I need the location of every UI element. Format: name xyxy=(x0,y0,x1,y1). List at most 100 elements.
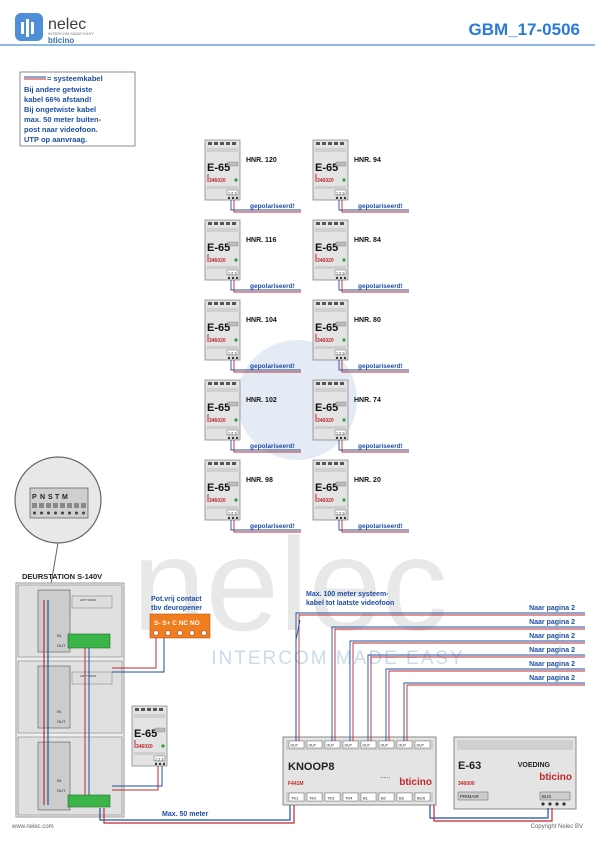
terminal-pin xyxy=(154,762,158,766)
wire-blue xyxy=(338,520,409,531)
device-badge xyxy=(227,321,239,327)
knoop-bottom-label: B3 xyxy=(399,796,405,801)
watermark-tagline: INTERCOM MADE EASY xyxy=(211,648,464,669)
terminal-numbers: 1 2 3 xyxy=(336,272,344,276)
knoop-top-terminal xyxy=(360,740,377,749)
device-led xyxy=(234,418,238,422)
unit-label: HNR. 94 xyxy=(354,157,381,164)
wire-red xyxy=(233,280,301,293)
device-code: 346020 xyxy=(317,178,334,184)
device-badge xyxy=(335,481,347,487)
zoom-pin xyxy=(53,503,58,508)
header: nelec INTERCOM MADE EASY bticino GBM_17-… xyxy=(0,13,595,46)
knoop-top-label: OUT xyxy=(291,744,299,748)
knoop-bottom-terminal xyxy=(288,792,305,802)
device-strip xyxy=(315,388,346,392)
knoop8-brand: bticino xyxy=(399,777,432,788)
terminal-pin xyxy=(231,276,235,280)
knoop-top-terminal xyxy=(414,740,431,749)
device-vent xyxy=(226,382,230,385)
device-strip xyxy=(315,228,346,232)
power-supply: E-63 VOEDING bticino 346000 PRIMAIR BUS xyxy=(453,736,577,810)
unit-label: HNR. 20 xyxy=(354,477,381,484)
device-terminal xyxy=(226,429,239,436)
next-page-label: Naar pagina 2 xyxy=(529,633,575,640)
zoom-screw xyxy=(33,511,36,515)
next-page-label: Naar pagina 2 xyxy=(529,675,575,682)
device-badge xyxy=(335,401,347,407)
device-model: E-65 xyxy=(207,162,230,174)
zoom-pin xyxy=(39,503,44,508)
wire-blue xyxy=(338,360,409,371)
device-vent xyxy=(159,708,163,711)
page2-cable-blue xyxy=(385,668,585,741)
device-code: 346020 xyxy=(209,258,226,264)
terminal-pin xyxy=(227,436,231,440)
footer-website: www.nelec.com xyxy=(11,824,54,830)
terminal-numbers: 1 2 3 xyxy=(336,432,344,436)
device-code: 346020 xyxy=(317,258,334,264)
knoop-top-label: OUT xyxy=(381,744,389,748)
device-strip xyxy=(315,506,346,509)
page2-cable-red xyxy=(298,614,585,741)
device-vent xyxy=(220,222,224,225)
zoom-screw xyxy=(75,511,78,515)
max50-note: Max. 50 meter xyxy=(162,811,209,818)
legend-box: = systeemkabel Bij andere getwiste kabel… xyxy=(19,71,136,147)
polarised-label: gepolariseerd! xyxy=(358,283,403,290)
psu-pin xyxy=(555,802,559,806)
device-vent xyxy=(232,222,236,225)
device-model: E-65 xyxy=(207,322,230,334)
terminal-pin xyxy=(235,276,239,280)
device-code: 346020 xyxy=(317,338,334,344)
wire-blue xyxy=(230,280,301,291)
knoop-bottom-label: TK3 xyxy=(327,796,335,801)
device-badge xyxy=(335,161,347,167)
terminal-numbers: 1 2 3 xyxy=(228,432,236,436)
device-vent xyxy=(334,222,338,225)
knoop-top-label: OUT xyxy=(417,744,425,748)
device-vent xyxy=(226,462,230,465)
device-terminal xyxy=(226,349,239,356)
device-badge xyxy=(335,321,347,327)
door-station-title: DEURSTATION S-140V xyxy=(22,572,102,581)
terminal-pin xyxy=(335,276,339,280)
terminal-pin xyxy=(335,356,339,360)
device-led xyxy=(342,418,346,422)
knoop-top-terminal xyxy=(306,740,323,749)
knoop-top-label: OUT xyxy=(399,744,407,748)
unit-label: HNR. 120 xyxy=(246,157,277,164)
legend-cable: = systeemkabel xyxy=(47,74,103,83)
psu-bus: BUS xyxy=(542,794,551,799)
device-vent xyxy=(232,382,236,385)
next-page-label: Naar pagina 2 xyxy=(529,647,575,654)
terminal-pin xyxy=(231,436,235,440)
legend-text: post naar videofoon. xyxy=(24,125,98,134)
wire-red xyxy=(233,440,301,453)
terminal-numbers: 1 2 3 xyxy=(336,192,344,196)
relay-contact: Pot.vrij contact tbv deuropener S- S+ C … xyxy=(112,596,211,673)
device-vent xyxy=(340,142,344,145)
device-vent xyxy=(316,302,320,305)
device-vent xyxy=(220,302,224,305)
device-strip xyxy=(207,426,238,429)
wire-blue xyxy=(338,440,409,451)
sub-brand: bticino xyxy=(48,36,74,45)
device-terminal xyxy=(334,349,347,356)
terminal-pin xyxy=(235,436,239,440)
footer-copyright: Copyright Nelec BV xyxy=(531,824,583,830)
knoop-top-terminal xyxy=(396,740,413,749)
zoom-pin xyxy=(67,503,72,508)
device-led xyxy=(342,178,346,182)
device-led xyxy=(342,258,346,262)
device-vent xyxy=(208,302,212,305)
wire-red xyxy=(233,360,301,373)
out-label: OUT xyxy=(57,788,66,793)
terminal-strip-green xyxy=(67,794,111,808)
psu-brand: bticino xyxy=(539,772,572,783)
device-strip xyxy=(207,228,238,232)
device-strip xyxy=(315,426,346,429)
device-code: 346020 xyxy=(317,418,334,424)
